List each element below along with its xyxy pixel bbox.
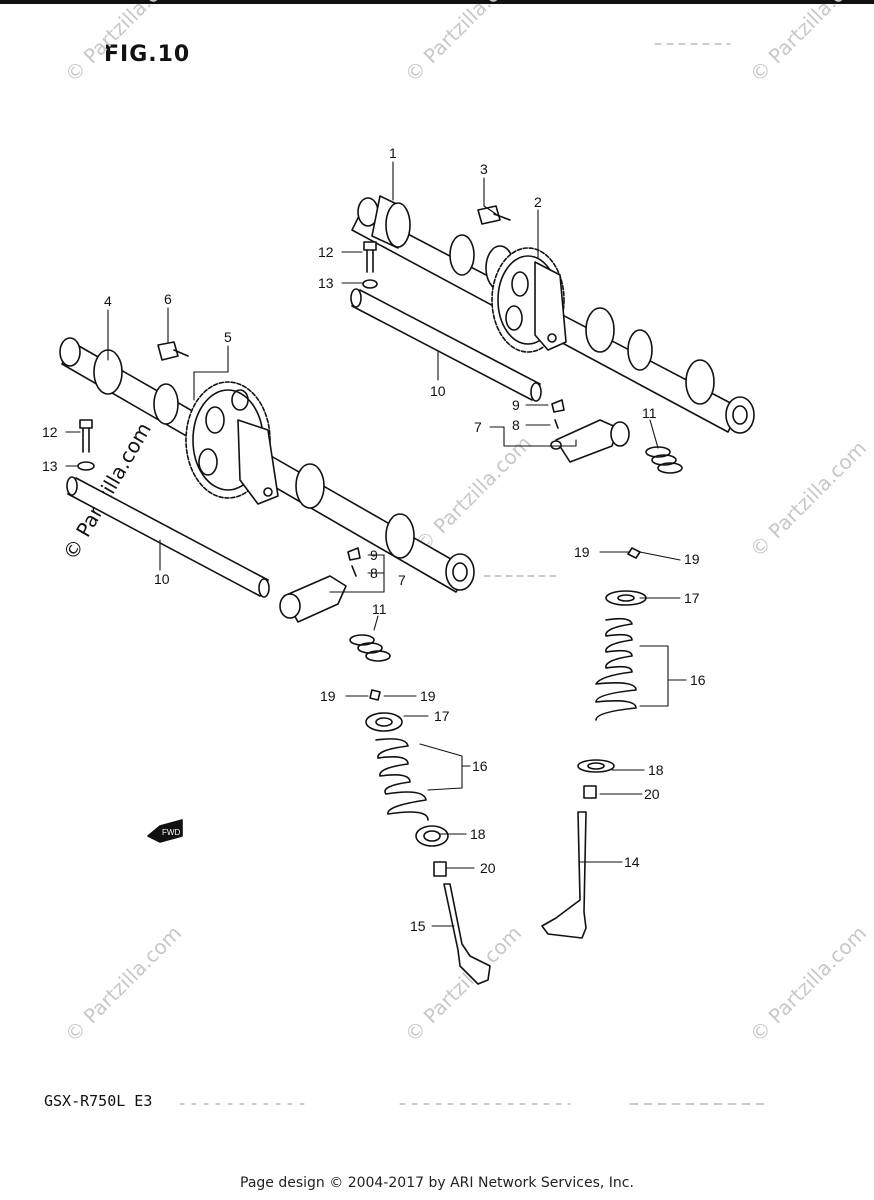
cam-sprocket-upper	[491, 247, 567, 353]
figure-title: FIG.10	[104, 42, 191, 67]
callout-10-lower: 10	[154, 571, 170, 587]
valve-assembly-right	[541, 547, 647, 939]
callout-16-right: 16	[690, 672, 706, 688]
callout-20-right: 20	[644, 786, 660, 802]
scan-marks	[179, 43, 771, 1105]
callout-7-upper: 7	[474, 419, 482, 435]
cam-sprocket-lower	[185, 381, 279, 505]
callout-4: 4	[104, 293, 112, 309]
callout-11-lower: 11	[372, 601, 387, 617]
callout-14: 14	[624, 854, 640, 870]
model-code: GSX-R750L E3	[44, 1092, 153, 1110]
callout-12-upper: 12	[318, 244, 334, 260]
bolt-6	[157, 341, 189, 361]
bolt-12-upper	[362, 241, 378, 289]
callout-18-left: 18	[470, 826, 486, 842]
spring-11-lower	[349, 634, 391, 662]
fwd-label: FWD	[162, 828, 180, 837]
rocker-arm-lower	[279, 547, 361, 623]
callout-19-right-a: 19	[574, 544, 590, 560]
callout-8-lower: 8	[370, 565, 378, 581]
footer-copyright: Page design © 2004-2017 by ARI Network S…	[240, 1175, 634, 1191]
callout-18-right: 18	[648, 762, 664, 778]
fwd-arrow-icon: FWD	[147, 819, 183, 843]
bolt-12-lower	[77, 419, 95, 471]
rocker-shaft-lower	[66, 476, 270, 598]
callout-17-left: 17	[434, 708, 450, 724]
callout-20-left: 20	[480, 860, 496, 876]
spring-11-upper	[645, 446, 683, 474]
top-border	[0, 0, 874, 4]
callout-7-lower: 7	[398, 572, 406, 588]
callout-9-upper: 9	[512, 397, 520, 413]
callout-13-lower: 13	[42, 458, 58, 474]
callout-8-upper: 8	[512, 417, 520, 433]
valve-assembly-left	[365, 689, 491, 985]
callout-19-left-a: 19	[320, 688, 336, 704]
callout-16-left: 16	[472, 758, 488, 774]
bolt-3	[477, 205, 511, 225]
callout-19-right-b: 19	[684, 551, 700, 567]
callout-10-upper: 10	[430, 383, 446, 399]
callout-19-left-b: 19	[420, 688, 436, 704]
callout-13-upper: 13	[318, 275, 334, 291]
callout-9-lower: 9	[370, 547, 378, 563]
callout-6: 6	[164, 291, 172, 307]
callout-15: 15	[410, 918, 426, 934]
rocker-arm-upper	[550, 399, 630, 463]
callout-3: 3	[480, 161, 488, 177]
callout-17-right: 17	[684, 590, 700, 606]
callout-1: 1	[389, 145, 397, 161]
leader-lines	[65, 161, 687, 927]
callout-5: 5	[224, 329, 232, 345]
callout-2: 2	[534, 194, 542, 210]
rocker-shaft-upper	[350, 288, 542, 402]
callout-12-lower: 12	[42, 424, 58, 440]
callout-11-upper: 11	[642, 405, 657, 421]
